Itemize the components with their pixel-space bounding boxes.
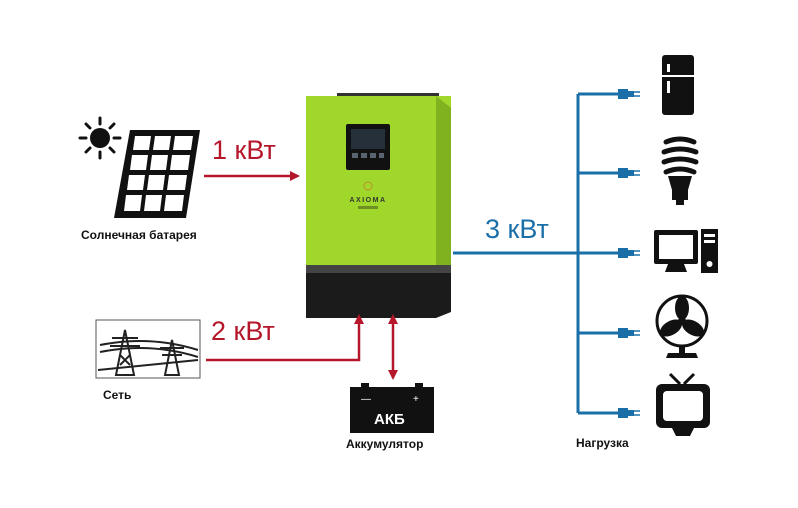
solar-panel-icon (114, 130, 200, 218)
lamp-icon (661, 136, 699, 205)
battery-icon: — + (350, 383, 434, 433)
grid-label: Сеть (103, 388, 132, 402)
load-label: Нагрузка (576, 436, 629, 450)
battery-label: Аккумулятор (346, 437, 424, 451)
solar-power-value: 1 кВт (212, 135, 276, 165)
grid-flow-arrow (206, 314, 364, 362)
svg-text:—: — (361, 394, 371, 405)
battery-akb-text: АКБ (374, 411, 405, 428)
brand-text: AXIOMA (350, 197, 387, 204)
load-bus (453, 92, 600, 415)
solar-label: Солнечная батарея (81, 228, 197, 242)
power-lines-icon (95, 319, 201, 379)
inverter-device: AXIOMA (306, 93, 451, 318)
load-plugs (598, 87, 642, 420)
tv-icon (656, 372, 710, 436)
grid-power-value: 2 кВт (211, 316, 275, 346)
brand-logo: AXIOMA (350, 181, 387, 209)
fan-icon (655, 294, 709, 358)
svg-text:+: + (413, 394, 419, 405)
load-power-value: 3 кВт (485, 214, 549, 244)
sun-icon (78, 116, 122, 160)
computer-icon (654, 229, 718, 273)
fridge-icon (662, 55, 694, 115)
inverter-display (346, 124, 390, 170)
